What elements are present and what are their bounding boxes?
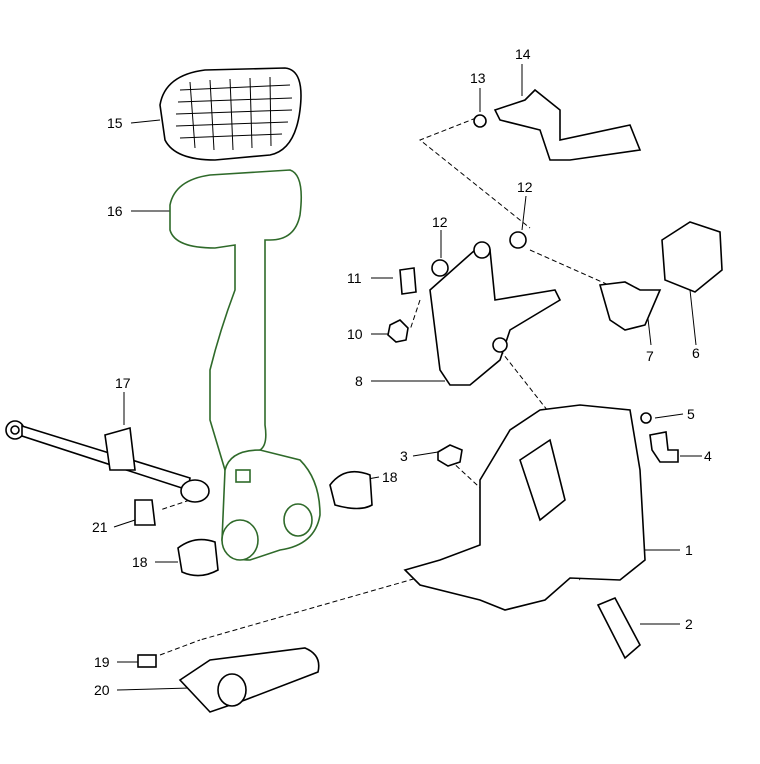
callout-17: 17 [115, 375, 131, 391]
small-parts [137, 114, 679, 668]
callout-4: 4 [704, 448, 712, 464]
callout-3: 3 [400, 448, 408, 464]
callout-21: 21 [92, 519, 108, 535]
light-switch [596, 596, 642, 660]
main-bracket [403, 404, 646, 611]
sensor [661, 221, 723, 293]
mounting-bracket [493, 88, 642, 161]
callout-14: 14 [515, 46, 531, 62]
pedal-pad [159, 67, 302, 161]
callout-12: 12 [517, 179, 533, 195]
pivot-shaft [178, 647, 320, 713]
main-bracket-window [519, 438, 566, 522]
callout-19: 19 [94, 654, 110, 670]
callout-1: 1 [685, 542, 693, 558]
callout-18: 18 [132, 554, 148, 570]
callout-12: 12 [432, 214, 448, 230]
callout-2: 2 [685, 616, 693, 632]
callout-15: 15 [107, 115, 123, 131]
callout-8: 8 [355, 373, 363, 389]
callout-5: 5 [687, 406, 695, 422]
callout-20: 20 [94, 682, 110, 698]
pedal-arm [169, 169, 321, 561]
callout-16: 16 [107, 203, 123, 219]
switch [598, 281, 662, 331]
bushings [177, 470, 373, 577]
callout-18: 18 [382, 469, 398, 485]
callout-7: 7 [646, 348, 654, 364]
callout-11: 11 [347, 270, 362, 286]
push-rod [5, 420, 210, 526]
lever-bracket [429, 241, 562, 386]
callout-13: 13 [470, 70, 486, 86]
callout-10: 10 [347, 326, 363, 342]
callout-6: 6 [692, 345, 700, 361]
